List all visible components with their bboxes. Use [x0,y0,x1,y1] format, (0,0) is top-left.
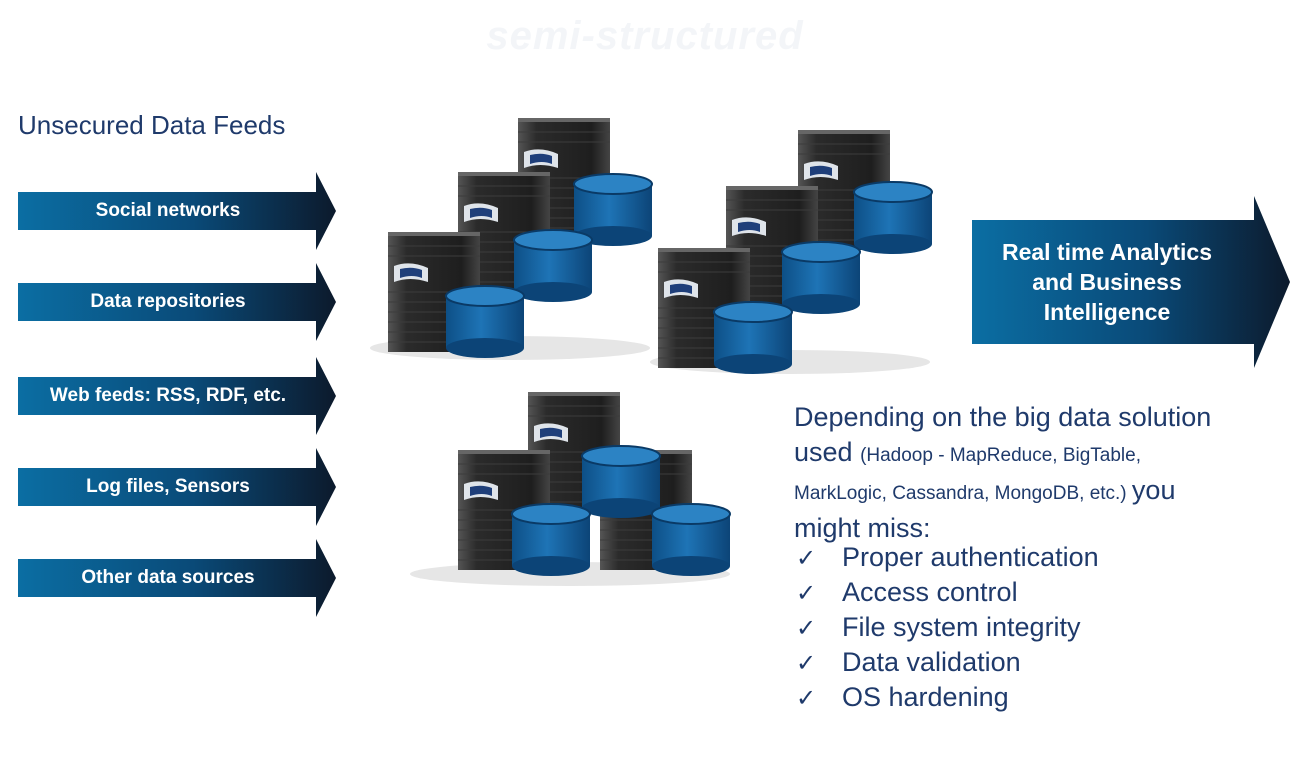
arrow-shape [18,263,336,341]
feed-label: Log files, Sensors [86,476,250,497]
info-line-1: Depending on the big data solution [794,402,1212,432]
feed-label: Data repositories [90,291,246,312]
feed-label: Social networks [95,200,241,221]
feed-arrow-web-feeds: Web feeds: RSS, RDF, etc. [18,357,336,435]
checklist-text: File system integrity [842,612,1081,642]
checklist-item: ✓ Access control [796,575,1099,610]
database-icon [511,503,591,577]
checklist-item: ✓ File system integrity [796,610,1099,645]
checklist-item: ✓ Data validation [796,645,1099,680]
check-icon: ✓ [796,543,817,572]
check-icon: ✓ [796,613,817,642]
output-line: Intelligence [1043,299,1171,325]
arrow-shape [18,448,336,526]
checklist-text: OS hardening [842,682,1009,712]
background-watermark-text: semi-structured [486,14,804,58]
server-cluster-top-right [650,129,933,374]
database-icon [651,503,731,577]
info-text-large: you [1131,475,1176,505]
info-line-2: used (Hadoop - MapReduce, BigTable, [794,435,1274,473]
feed-arrow-data-repositories: Data repositories [18,263,336,341]
info-text-small: MarkLogic, Cassandra, MongoDB, etc.) [794,483,1132,504]
checklist: ✓ Proper authentication ✓ Access control… [796,540,1099,715]
check-icon: ✓ [796,578,817,607]
arrow-shape [18,357,336,435]
database-icon [513,229,593,303]
feed-arrow-other-sources: Other data sources [18,539,336,617]
output-line: and Business [1032,269,1182,295]
checklist-item: ✓ Proper authentication [796,540,1099,575]
database-icon [713,301,793,374]
feed-arrow-social-networks: Social networks [18,172,336,250]
checklist-text: Proper authentication [842,542,1099,572]
server-cluster-top-left [370,117,653,360]
arrow-shape [972,196,1290,368]
output-label: Real time Analytics and Business Intelli… [972,196,1242,368]
feed-arrow-log-files: Log files, Sensors [18,448,336,526]
checklist-text: Data validation [842,647,1021,677]
info-text-large: used [794,437,861,467]
checklist-text: Access control [842,577,1018,607]
info-line-3: MarkLogic, Cassandra, MongoDB, etc.) you [794,473,1274,511]
check-icon: ✓ [796,683,817,712]
database-icon [853,181,933,255]
arrow-shape [18,172,336,250]
server-cluster-bottom [410,391,731,586]
info-text-small: (Hadoop - MapReduce, BigTable, [860,445,1141,466]
feeds-heading: Unsecured Data Feeds [18,110,286,140]
arrow-shape [18,539,336,617]
database-icon [781,241,861,315]
output-line: Real time Analytics [1001,239,1213,265]
check-icon: ✓ [796,648,817,677]
info-line-4: might miss: [794,513,931,543]
feed-label: Web feeds: RSS, RDF, etc. [49,385,287,406]
feed-label: Other data sources [81,567,255,588]
checklist-item: ✓ OS hardening [796,680,1099,715]
database-icon [445,285,525,359]
info-text: Depending on the big data solution used … [794,400,1274,546]
database-icon [581,445,661,519]
output-arrow-analytics: Real time Analytics and Business Intelli… [972,196,1290,368]
